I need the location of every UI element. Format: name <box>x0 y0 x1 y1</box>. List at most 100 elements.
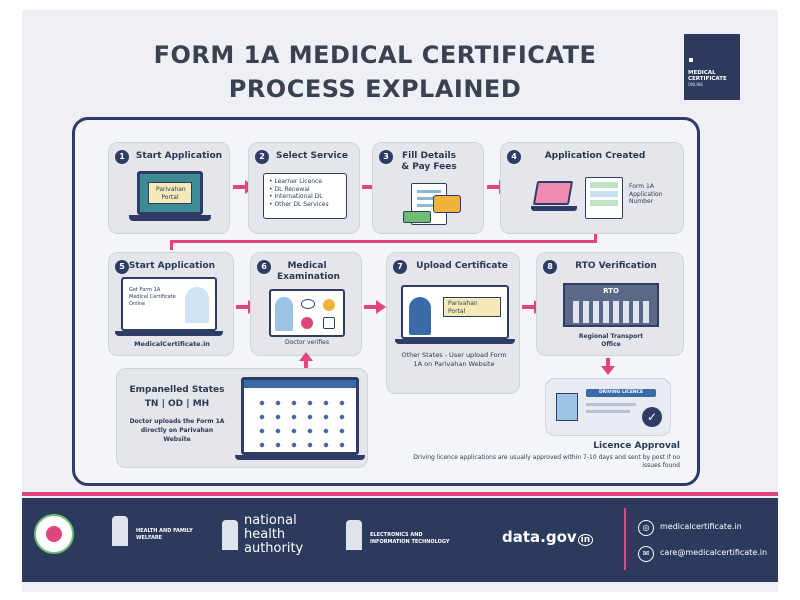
step-7-card: 7 Upload Certificate Parivahan Portal Ot… <box>386 252 520 394</box>
licence-card-label: DRIVING LICENCE <box>598 390 644 395</box>
parivahan-dashboard-screen <box>241 377 359 455</box>
website-screen: Get Form 1A Medical Certificate Online <box>121 277 217 331</box>
ashoka-emblem-icon <box>112 516 128 546</box>
user-avatar-icon <box>409 297 431 335</box>
step-7-title: Upload Certificate <box>416 261 508 271</box>
service-item-1: • Learner Licence <box>269 178 323 185</box>
step-5-screen-text: Get Form 1A Medical Certificate Online <box>129 287 176 307</box>
service-item-3-label: International DL <box>274 193 323 200</box>
ministry-electronics-label: ELECTRONICS AND INFORMATION TECHNOLOGY <box>370 532 450 545</box>
step-4-title: Application Created <box>544 151 646 161</box>
connector-4-5-horizontal <box>170 240 597 243</box>
service-item-1-label: Learner Licence <box>274 178 323 185</box>
meity-emblem-icon <box>346 520 362 550</box>
connector-4-5-vertical <box>594 234 597 242</box>
empanelled-states: TN | OD | MH <box>144 399 210 409</box>
exam-screen <box>269 289 345 337</box>
approved-check-icon: ✓ <box>642 407 662 427</box>
step-7-screen-text: Parivahan Portal <box>448 300 478 315</box>
step-3-title: Fill Details & Pay Fees <box>401 151 457 172</box>
emblem-logo <box>34 514 74 554</box>
check-test-icon <box>323 317 335 329</box>
datagov-suffix: in <box>577 534 594 546</box>
service-list: • Learner Licence • DL Renewal • Interna… <box>263 173 347 219</box>
page-title: FORM 1A MEDICAL CERTIFICATE PROCESS EXPL… <box>150 38 600 106</box>
step-5-badge: 5 <box>115 260 129 274</box>
step-6-badge: 6 <box>257 260 271 274</box>
step-5-card: 5 Start Application Get Form 1A Medical … <box>108 252 234 356</box>
application-form-icon <box>585 177 623 219</box>
arrow-6-7 <box>364 300 386 314</box>
licence-card-header: DRIVING LICENCE <box>586 389 656 397</box>
empanelled-desc: Doctor uploads the Form 1A directly on P… <box>129 418 225 443</box>
heart-test-icon <box>301 317 313 329</box>
rto-building-icon: RTO <box>563 283 659 327</box>
nha-emblem-icon <box>222 520 238 550</box>
title-line-1: FORM 1A MEDICAL CERTIFICATE <box>153 41 597 69</box>
laptop-icon: Parivahan Portal <box>137 171 203 215</box>
step-1-title: Start Application <box>135 151 223 161</box>
nha-label: national health authority <box>244 513 304 556</box>
step-1-card: 1 Start Application Parivahan Portal <box>108 142 230 234</box>
website-link[interactable]: medicalcertificate.in <box>660 522 742 531</box>
arrow-empanelled-head <box>299 352 313 361</box>
ear-test-icon <box>323 299 335 311</box>
step-2-title: Select Service <box>276 151 348 161</box>
licence-photo-icon <box>556 393 578 421</box>
empanelled-title: Empanelled States <box>129 385 225 395</box>
arrow-empanelled-up <box>304 360 308 370</box>
step-5-laptop-base <box>115 331 223 336</box>
service-item-2: • DL Renewal <box>269 185 310 193</box>
step-1-screen-text: Parivahan Portal <box>156 186 186 201</box>
laptop-base <box>129 215 211 221</box>
arrow-8-licence <box>606 358 610 368</box>
service-item-2-label: DL Renewal <box>274 185 310 193</box>
licence-title: Licence Approval <box>593 441 680 451</box>
step-6-title: Medical Examination <box>277 261 340 282</box>
brand-line-3: ONLINE <box>688 82 704 87</box>
arrow-8-licence-head <box>601 366 615 375</box>
cash-icon <box>403 211 431 223</box>
step-6-caption: Doctor verifies <box>285 339 329 346</box>
datagov-label: data.gov <box>502 528 577 546</box>
doctor-icon <box>275 297 293 331</box>
step-5-title: Start Application <box>128 261 216 271</box>
portal-badge: Parivahan Portal <box>443 297 501 317</box>
step-3-badge: 3 <box>379 150 393 164</box>
footer-accent-line <box>22 492 778 496</box>
step-8-badge: 8 <box>543 260 557 274</box>
step-7-badge: 7 <box>393 260 407 274</box>
step-6-card: 6 Medical Examination Doctor verifies <box>250 252 362 356</box>
brand-logo: MEDICAL CERTIFICATE ONLINE <box>684 34 740 100</box>
rto-building-label: RTO <box>603 287 619 295</box>
step-8-title: RTO Verification <box>575 261 657 271</box>
footer-divider <box>624 508 626 570</box>
pink-laptop-icon <box>532 181 574 205</box>
credit-card-icon <box>433 195 461 213</box>
step-2-badge: 2 <box>255 150 269 164</box>
step-5-caption: MedicalCertificate.in <box>134 340 210 348</box>
upload-screen: Parivahan Portal <box>401 285 509 339</box>
service-item-4-label: Other DL Services <box>274 200 329 208</box>
email-link[interactable]: care@medicalcertificate.in <box>660 548 768 557</box>
licence-card: DRIVING LICENCE ✓ <box>545 378 671 436</box>
connector-4-5-down <box>170 240 173 250</box>
email-icon: ✉ <box>638 546 654 562</box>
step-8-card: 8 RTO Verification RTO Regional Transpor… <box>536 252 684 356</box>
pink-laptop-base <box>531 206 577 211</box>
step-4-card: 4 Application Created Form 1A Applicatio… <box>500 142 684 234</box>
ministry-health-label: HEALTH AND FAMILY WELFARE <box>136 528 193 541</box>
empanelled-laptop-base <box>235 455 365 460</box>
service-item-3: • International DL <box>269 193 323 200</box>
step-1-screen-card: Parivahan Portal <box>148 182 192 204</box>
brand-line-2: CERTIFICATE <box>688 76 727 82</box>
step-7-caption: Other States - User upload Form 1A on Pa… <box>401 351 507 368</box>
brand-line-1: MEDICAL <box>688 70 716 76</box>
step-2-card: 2 Select Service • Learner Licence • DL … <box>248 142 360 234</box>
step-3-card: 3 Fill Details & Pay Fees <box>372 142 484 234</box>
step-7-laptop-base <box>395 339 515 344</box>
step-4-badge: 4 <box>507 150 521 164</box>
step-1-badge: 1 <box>115 150 129 164</box>
brand-mark-icon <box>689 58 693 62</box>
